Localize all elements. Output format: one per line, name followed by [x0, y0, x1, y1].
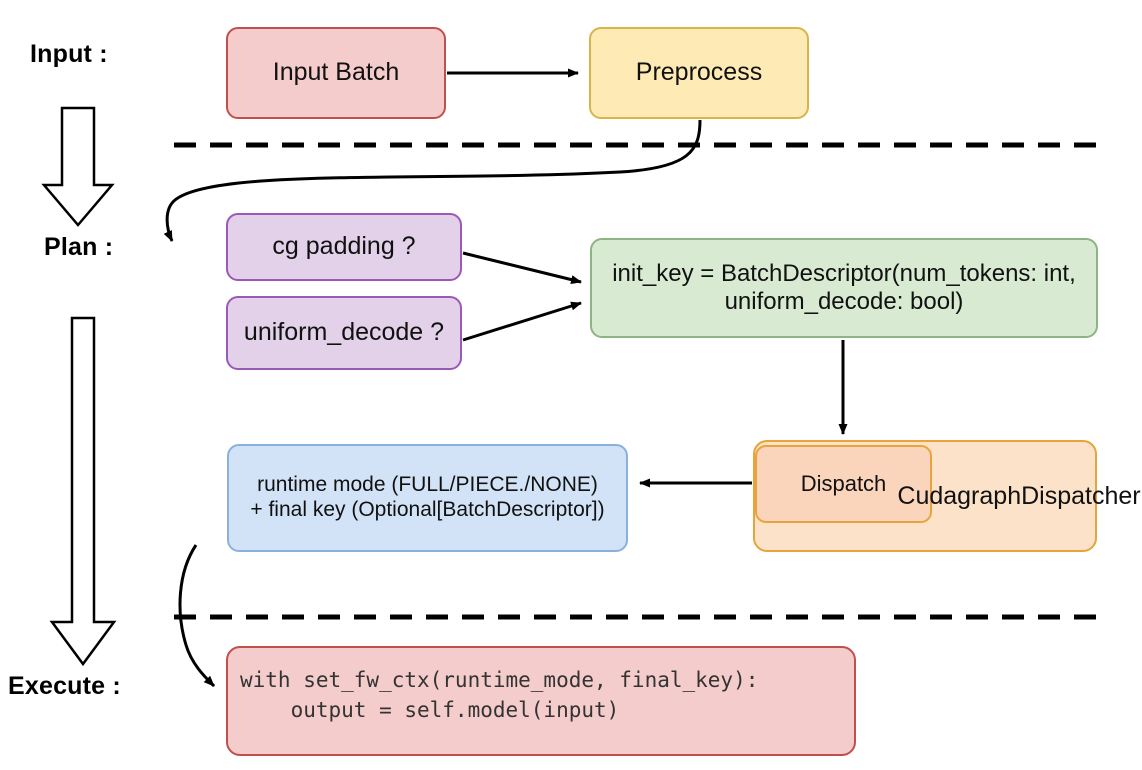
- node-execute-code[interactable]: with set_fw_ctx(runtime_mode, final_key)…: [226, 646, 856, 756]
- node-init-key-line2: uniform_decode: bool): [724, 288, 964, 315]
- node-init-key-line1: init_key = BatchDescriptor(num_tokens: i…: [612, 259, 1076, 287]
- node-runtime-mode[interactable]: runtime mode (FULL/PIECE./NONE) + final …: [227, 444, 628, 552]
- stage-label-input: Input :: [30, 40, 108, 68]
- plan-to-execute-block-arrow: [49, 316, 117, 667]
- node-runtime-mode-text: runtime mode (FULL/PIECE./NONE) + final …: [240, 473, 614, 523]
- node-cudagraph-dispatcher-line1: Cudagraph: [897, 481, 1022, 510]
- node-input-batch[interactable]: Input Batch: [226, 27, 446, 119]
- node-runtime-mode-line2: + final key (Optional[BatchDescriptor]): [250, 498, 605, 521]
- node-input-batch-label: Input Batch: [272, 58, 400, 87]
- node-cudagraph-dispatcher[interactable]: Dispatch Cudagraph Dispatcher: [753, 440, 1141, 552]
- node-init-key[interactable]: init_key = BatchDescriptor(num_tokens: i…: [590, 238, 1098, 338]
- input-to-plan-block-arrow: [41, 106, 115, 227]
- node-dispatch-label: Dispatch: [800, 471, 887, 497]
- node-cudagraph-dispatcher-line2: Dispatcher: [1021, 481, 1141, 510]
- node-preprocess-label: Preprocess: [635, 58, 763, 87]
- edge-cg-padding-to-init-key: [462, 251, 582, 284]
- node-uniform-decode-label: uniform_decode ?: [243, 318, 445, 347]
- node-cg-padding[interactable]: cg padding ?: [226, 213, 462, 281]
- node-init-key-text: init_key = BatchDescriptor(num_tokens: i…: [602, 260, 1086, 317]
- stage-label-plan: Plan :: [44, 233, 114, 261]
- node-execute-code-text: with set_fw_ctx(runtime_mode, final_key)…: [240, 668, 759, 722]
- node-runtime-mode-line1: runtime mode (FULL/PIECE./NONE): [257, 473, 598, 497]
- edge-uniform-decode-to-init-key: [462, 301, 582, 342]
- node-preprocess[interactable]: Preprocess: [589, 27, 809, 119]
- node-cg-padding-label: cg padding ?: [272, 232, 416, 261]
- node-cudagraph-dispatcher-label: Cudagraph Dispatcher: [897, 442, 1140, 550]
- stage-label-execute: Execute :: [8, 672, 121, 700]
- node-uniform-decode[interactable]: uniform_decode ?: [226, 296, 462, 370]
- edge-runtime-mode-to-execute-code: [178, 544, 216, 688]
- node-dispatch[interactable]: Dispatch: [755, 445, 932, 523]
